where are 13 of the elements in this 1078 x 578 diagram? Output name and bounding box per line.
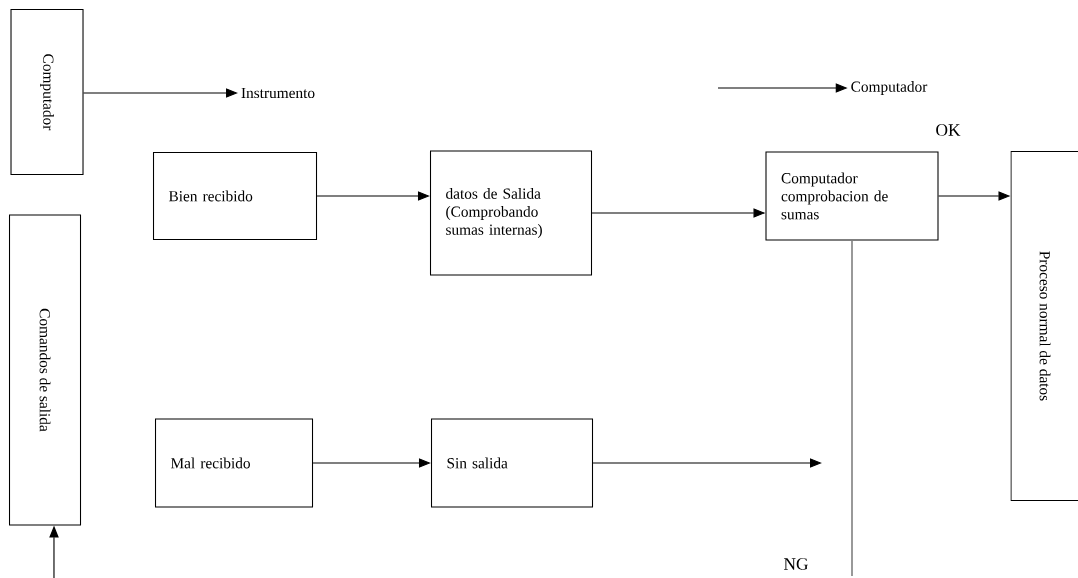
process-box: Bien recibido [152, 151, 318, 241]
edge-label: OK [936, 124, 961, 136]
node-text: Instrumento [241, 87, 315, 99]
process-box: datos de Salida (Comprobando sumas internas) [429, 150, 593, 276]
process-box: Proceso normal de datos [1010, 150, 1078, 502]
process-box: Computador [10, 8, 84, 176]
process-box: Sin salida [430, 418, 594, 508]
process-box: Mal recibido [154, 418, 314, 508]
process-box: Computador comprobacion de sumas [765, 151, 939, 241]
connector-line [851, 239, 853, 577]
process-box: Comandos de salida [8, 214, 82, 526]
edge-label: NG [784, 558, 808, 570]
node-text: Computador [851, 81, 928, 95]
